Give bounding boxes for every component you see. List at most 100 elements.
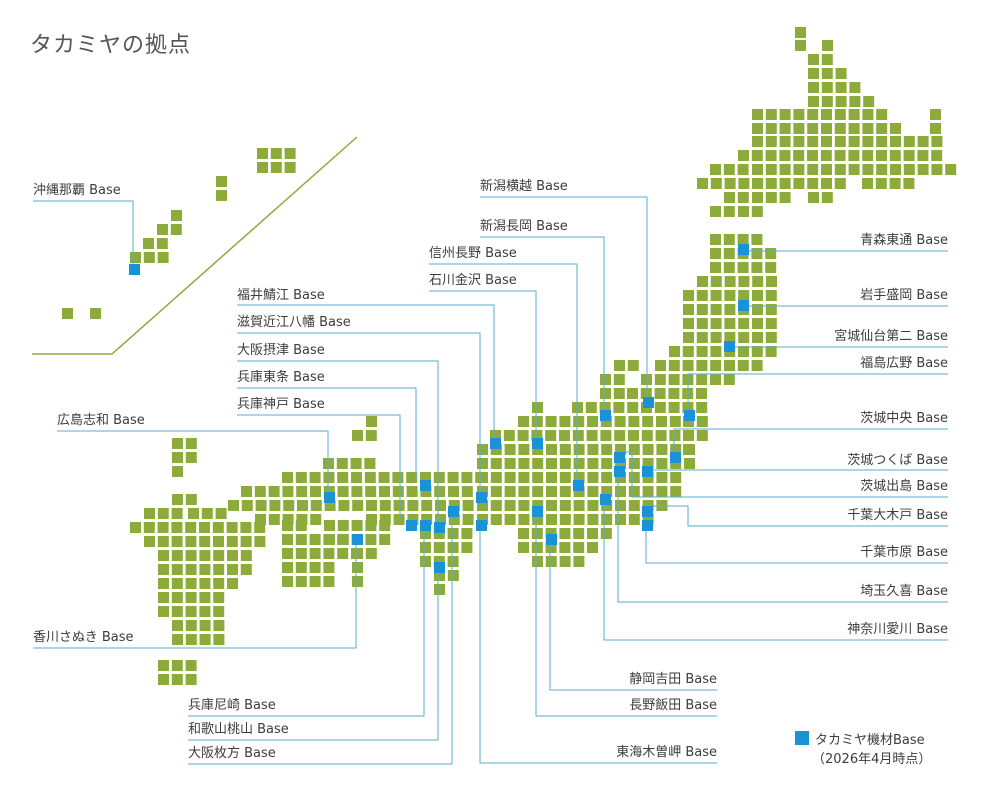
land-tile [601, 472, 613, 483]
leader-line-kanagawa-aikawa [603, 494, 948, 641]
land-tile [682, 346, 694, 357]
leader-line-hyogo-amagasaki [188, 520, 425, 717]
land-tile [157, 536, 169, 547]
land-tile [434, 570, 445, 581]
land-tile [628, 430, 639, 441]
land-tile [185, 634, 197, 645]
land-tile [518, 500, 530, 511]
land-tile [337, 548, 349, 559]
land-tile [683, 290, 694, 301]
land-tile [392, 472, 404, 483]
land-tile [282, 534, 293, 545]
base-marker-shizuoka-yoshida [546, 534, 557, 545]
land-tile [670, 458, 682, 469]
base-marker-ibaraki-tsukuba [642, 466, 653, 477]
land-tile [696, 430, 708, 441]
land-tile [917, 136, 929, 147]
land-tile [654, 388, 666, 399]
base-marker-hyogo-kobe [406, 520, 417, 531]
land-tile [282, 576, 293, 587]
land-tile [379, 520, 391, 531]
land-tile [559, 444, 571, 455]
land-tile [171, 578, 183, 589]
land-tile [587, 486, 599, 497]
land-tile [255, 500, 267, 511]
land-tile [157, 252, 169, 263]
base-label-kanagawa-aikawa: 神奈川愛川 Base [847, 622, 948, 637]
land-tile [848, 109, 860, 120]
land-tile [337, 520, 349, 531]
land-tile [601, 486, 613, 497]
legend-label: タカミヤ機材Base [815, 733, 925, 748]
land-tile [144, 536, 155, 547]
base-label-tokai-sonezaki: 東海木曽岬 Base [616, 744, 717, 760]
land-tile [641, 430, 653, 441]
leader-line-wakayama-momoyama [188, 562, 439, 741]
land-tile [461, 472, 473, 483]
land-tile [614, 416, 626, 427]
land-tile [393, 514, 405, 525]
land-tile [185, 494, 197, 505]
land-tile [157, 522, 169, 533]
land-tile [723, 234, 735, 245]
land-tile [216, 190, 227, 201]
land-tile [876, 109, 888, 120]
land-tile [737, 360, 749, 371]
land-tile [668, 402, 680, 413]
land-tile [696, 290, 708, 301]
land-tile [793, 123, 805, 134]
land-tile [475, 472, 487, 483]
land-tile [862, 136, 874, 147]
land-tile [890, 123, 901, 134]
leader-line-fukushima-hirono [687, 373, 948, 410]
base-marker-nagano-iida [532, 506, 543, 517]
land-tile [752, 178, 763, 189]
base-marker-chiba-oukido [642, 506, 653, 517]
land-tile [795, 27, 806, 38]
land-tile [765, 123, 777, 134]
land-tile [821, 68, 833, 79]
land-tile [917, 164, 929, 175]
land-tile [683, 318, 694, 329]
land-tile [654, 374, 666, 385]
land-tile [684, 458, 695, 469]
land-tile [738, 318, 750, 329]
land-tile [751, 150, 763, 161]
land-tile [171, 606, 183, 617]
land-tile [434, 486, 446, 497]
land-tile [820, 150, 832, 161]
land-tile [213, 620, 225, 631]
land-tile [628, 416, 640, 427]
land-tile [614, 430, 626, 441]
base-marker-hiroshima-shiwa [324, 492, 335, 503]
land-tile [683, 332, 694, 343]
leader-line-saitama-kuki [617, 466, 948, 603]
land-tile [310, 486, 321, 497]
land-tile [448, 500, 460, 511]
land-tile [323, 472, 335, 483]
land-tile [295, 520, 307, 531]
land-tile [807, 178, 819, 189]
land-tile [876, 150, 887, 161]
base-marker-hyogo-amagasaki [420, 520, 431, 531]
land-tile [848, 150, 860, 161]
land-tile [213, 536, 224, 547]
base-marker-osaka-hirakata [448, 506, 459, 517]
land-tile [213, 606, 225, 617]
land-tile [834, 150, 846, 161]
land-tile [668, 360, 680, 371]
land-tile [710, 276, 722, 287]
base-label-niigata-yokogoshi: 新潟横越 Base [480, 178, 568, 194]
land-tile [642, 486, 654, 497]
land-tile [406, 486, 418, 497]
land-tile [628, 458, 640, 469]
land-tile [930, 123, 941, 134]
land-tile [365, 430, 377, 441]
land-tile [669, 346, 680, 357]
land-tile [171, 522, 183, 533]
land-tile [559, 528, 571, 539]
land-tile [477, 500, 488, 511]
land-tile [779, 192, 791, 203]
land-tile [793, 136, 805, 147]
land-tile [628, 486, 640, 497]
